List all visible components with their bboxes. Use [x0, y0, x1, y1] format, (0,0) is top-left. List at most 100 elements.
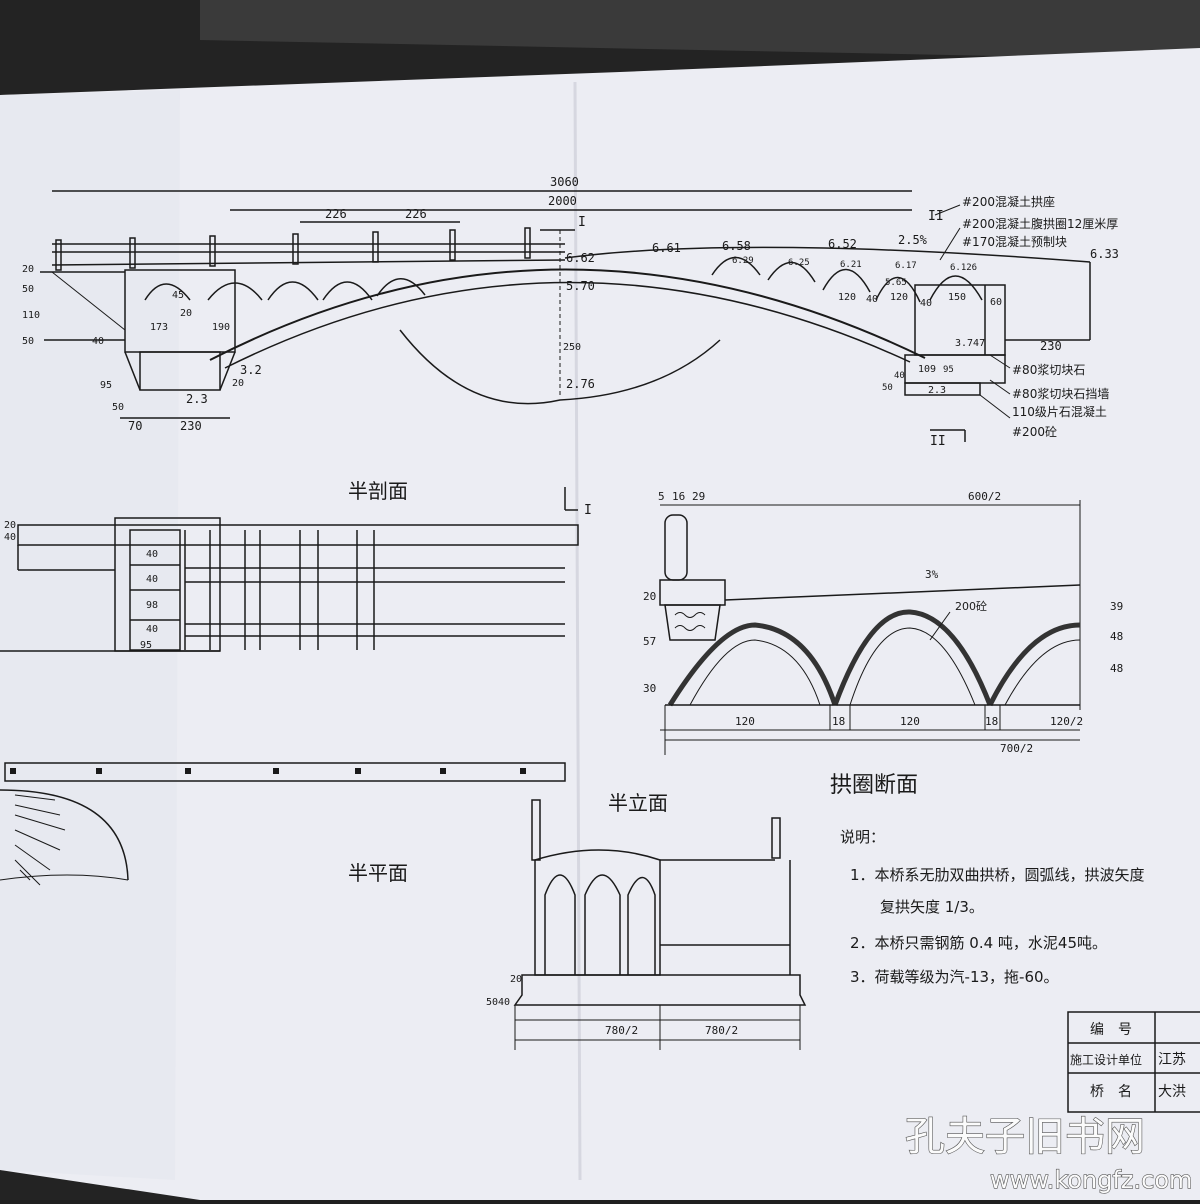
section-mark-i: I: [578, 215, 586, 230]
paper-shade: [0, 90, 180, 1180]
dim-left-base-width: 230: [180, 419, 202, 433]
dim-section-6: 95: [140, 640, 152, 651]
dim-clear-height: 250: [563, 342, 581, 353]
dim-section-5: 40: [146, 624, 158, 635]
concrete-label: 200砼: [955, 600, 987, 613]
elev-right-3: 6.52: [828, 237, 857, 251]
note-precast-block: #170混凝土预制块: [962, 234, 1067, 249]
leader-line: [989, 379, 1011, 395]
note-item-2: 2．本桥只需钢筋 0.4 吨，水泥45吨。: [850, 934, 1107, 952]
dim-main-span: 2000: [548, 194, 577, 208]
bottom-dim-3: 18: [985, 715, 998, 728]
elev-spandrel-5: 6.126: [950, 263, 977, 273]
dim-40b: 40: [920, 298, 932, 309]
half-elevation-labels: 半立面 20 40 50 780/2 780/2: [486, 791, 738, 1037]
dim-left-h1: 20: [22, 264, 34, 275]
bolt-mark: [96, 768, 102, 774]
dim-right-40: 40: [894, 371, 905, 381]
arch-wave-inner: [1004, 639, 1081, 706]
plan-cone-edge: [0, 874, 129, 881]
notes-block: 说明： 1．本桥系无肋双曲拱桥，圆弧线，拱波矢度 复拱矢度 1/3。 2．本桥只…: [840, 828, 1145, 986]
pier-arch: [627, 876, 656, 975]
bolt-mark: [440, 768, 446, 774]
bottom-dim-4: 120/2: [1050, 715, 1083, 728]
leader-concrete: [929, 611, 951, 641]
row-designer-value: 江苏: [1158, 1052, 1186, 1068]
elev-left-lower: 3.2: [240, 363, 262, 377]
dim-section-0: 40: [4, 532, 16, 543]
dim-left-lower: 20: [232, 378, 244, 389]
leader-line: [989, 354, 1011, 369]
elev-right-1: 6.61: [652, 241, 681, 255]
note-concrete-200: #200砼: [1012, 425, 1057, 439]
row-bridge-value: 大洪: [1158, 1084, 1186, 1100]
dim-right-95: 95: [943, 365, 954, 375]
arch-ring-view: [659, 500, 1081, 755]
deck-slope: 3%: [925, 568, 939, 581]
dim-left-h2: 50: [22, 284, 34, 295]
paper-sheet: [0, 48, 1200, 1200]
dim-section-3: 40: [146, 574, 158, 585]
elev-right-2: 6.58: [722, 239, 751, 253]
left-dim-1: 57: [643, 635, 656, 648]
half-section-labels: 半剖面 I 40 20 40 40 98 40 95 半平面: [4, 479, 592, 885]
plan-quarter-cone: [0, 789, 129, 881]
section-mark-ii-top: II: [928, 209, 944, 224]
arch-ring-labels: 5 16 29 600/2 3% 200砼 20 57 30 39 48 48 …: [643, 490, 1123, 798]
road-surface: [564, 246, 1091, 263]
bolt-mark: [10, 768, 16, 774]
bolt-mark: [520, 768, 526, 774]
left-dim-0: 20: [510, 974, 522, 985]
railing-bottom: [51, 259, 566, 266]
bottom-left-dim: 780/2: [605, 1024, 638, 1037]
dim-sub-span-a: 226: [325, 207, 347, 221]
note-rubble-concrete: 110级片石混凝土: [1012, 404, 1107, 419]
arch-wave: [832, 609, 993, 706]
note-arch-seat: #200混凝土拱座: [962, 194, 1055, 209]
row-designer-label: 施工设计单位: [1070, 1052, 1142, 1067]
spandrel-arch: [929, 275, 983, 301]
elev-spandrel-3: 6.21: [840, 260, 862, 270]
spandrel-arch: [711, 256, 761, 276]
dim-60: 60: [990, 297, 1002, 308]
spandrel-arch: [267, 281, 319, 301]
watermark: 孔夫子旧书网 www.kongfz.com: [904, 1113, 1193, 1194]
pier-arch: [584, 874, 621, 975]
elevation-view: [40, 190, 1091, 442]
note-spandrel-arch: #200混凝土腹拱圈12厘米厚: [962, 216, 1118, 231]
dim-arch-20: 20: [180, 308, 192, 319]
slope-label: 2.5%: [898, 233, 928, 247]
spandrel-arch: [822, 268, 871, 293]
deck-slab: [17, 524, 579, 546]
dim-total-span: 3060: [550, 175, 579, 189]
row-number-label: 编 号: [1090, 1022, 1132, 1038]
railing-post: [129, 237, 136, 269]
left-dim-2: 30: [643, 682, 656, 695]
dim-left-h3: 110: [22, 310, 40, 321]
riverbed: [399, 329, 721, 405]
dim-arch-45: 45: [172, 290, 184, 301]
arch-wave: [667, 622, 838, 707]
left-wall-slope: [124, 351, 141, 391]
elev-spandrel-4: 6.17: [895, 261, 917, 271]
elev-crown-inner: 5.70: [566, 279, 595, 293]
pier-arch: [544, 874, 576, 975]
left-wall-slope: [219, 351, 236, 391]
bolt-mark: [355, 768, 361, 774]
spandrel-arch: [144, 283, 191, 301]
railing-post: [292, 233, 299, 265]
leader-line: [979, 394, 1011, 419]
arch-wave-inner: [689, 639, 821, 706]
elev-right-foot: 2.3: [928, 385, 946, 396]
bottom-dim-1: 18: [832, 715, 845, 728]
dim-left-h5: 95: [100, 380, 112, 391]
deck-slope-line: [724, 584, 1081, 601]
dim-120a: 120: [838, 292, 856, 303]
masonry-pattern: [674, 612, 706, 631]
main-arch-extrados: [209, 268, 926, 361]
railing-post: [372, 231, 379, 263]
half-elevation-view: [513, 799, 807, 1050]
half-section-title: 半剖面: [348, 479, 408, 503]
